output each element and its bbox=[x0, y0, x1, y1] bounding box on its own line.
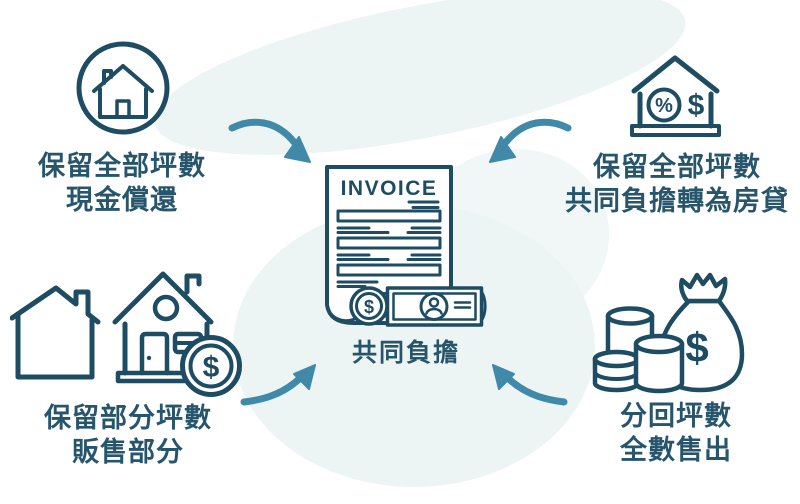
coins-money-bag-icon: $ bbox=[592, 268, 750, 394]
arrow-top-right-to-center-icon bbox=[480, 106, 576, 170]
option-line: 保留部分坪數 bbox=[44, 403, 212, 433]
house-in-circle-icon bbox=[74, 39, 172, 137]
option-line: 保留全部坪數 bbox=[593, 152, 761, 182]
dollar-symbol: $ bbox=[364, 297, 374, 317]
option-line: 保留全部坪數 bbox=[38, 151, 206, 181]
option-bottom-left-label: 保留部分坪數 販售部分 bbox=[28, 401, 228, 469]
option-line: 全數售出 bbox=[620, 435, 732, 465]
dollar-symbol: $ bbox=[688, 89, 705, 122]
invoice-document-icon: INVOICE $ bbox=[317, 155, 489, 335]
arrow-bottom-right-to-center-icon bbox=[484, 344, 572, 408]
door-handle-dot bbox=[146, 355, 152, 361]
two-houses-dollar-icon: $ bbox=[10, 266, 242, 398]
option-line: 現金償還 bbox=[66, 185, 178, 215]
arrow-top-left-to-center-icon bbox=[224, 106, 320, 170]
dollar-symbol: $ bbox=[685, 324, 708, 371]
option-bottom-right-label: 分回坪數 全數售出 bbox=[576, 399, 776, 467]
option-top-left-label: 保留全部坪數 現金償還 bbox=[22, 149, 222, 217]
percent-symbol: % bbox=[655, 95, 673, 117]
option-line: 共同負擔轉為房貸 bbox=[565, 186, 789, 216]
invoice-title: INVOICE bbox=[341, 177, 438, 200]
option-line: 販售部分 bbox=[72, 437, 184, 467]
arrow-bottom-left-to-center-icon bbox=[236, 344, 324, 408]
option-top-right-label: 保留全部坪數 共同負擔轉為房貸 bbox=[557, 150, 797, 218]
option-line: 分回坪數 bbox=[620, 401, 732, 431]
center-label: 共同負擔 bbox=[351, 340, 460, 367]
dollar-symbol: $ bbox=[203, 351, 220, 384]
house-percent-dollar-icon: % $ bbox=[626, 52, 725, 145]
